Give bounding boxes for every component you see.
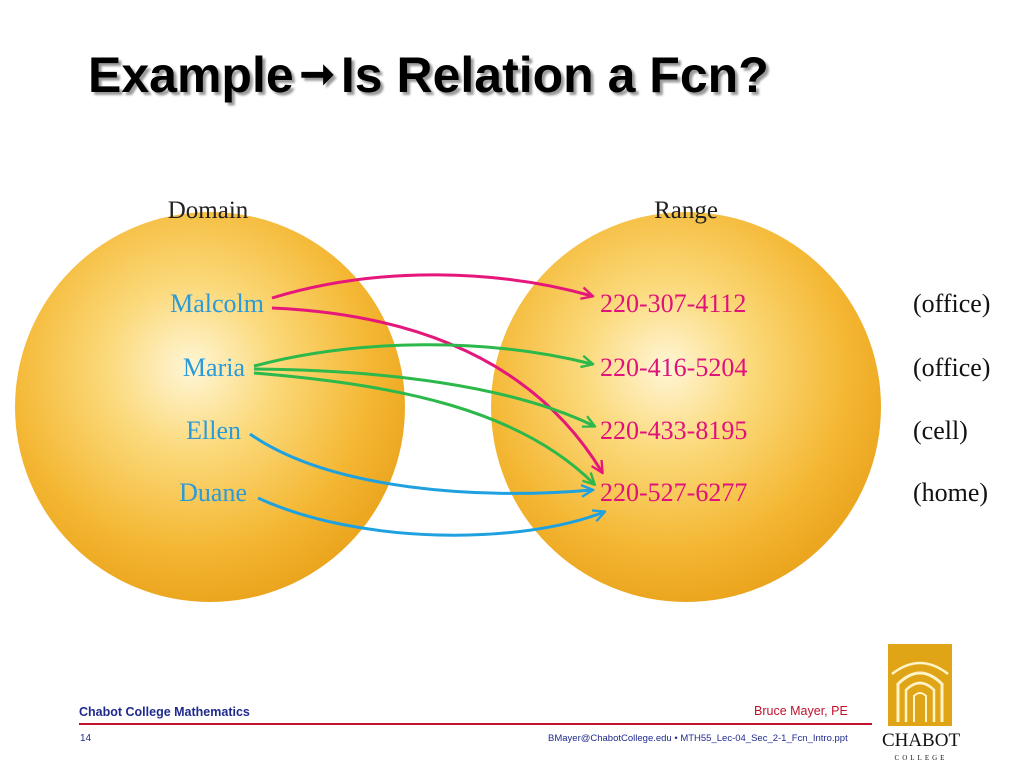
footer-file: BMayer@ChabotCollege.edu • MTH55_Lec-04_… — [548, 733, 848, 744]
footer-divider — [79, 723, 872, 725]
range-item-2: 220-416-5204 — [600, 353, 747, 382]
range-item-4: 220-527-6277 — [600, 478, 747, 507]
page-number: 14 — [80, 733, 92, 744]
domain-circle — [15, 212, 405, 602]
arrow-maria-to-range-3 — [253, 367, 594, 426]
logo-name: CHABOT — [882, 730, 961, 751]
range-item-3: 220-433-8195 — [600, 416, 747, 445]
arrow-duane-to-range-4 — [257, 496, 604, 537]
domain-label: Domain — [168, 197, 249, 224]
domain-item-ellen: Ellen — [186, 416, 241, 445]
arrow-malcolm-to-range-4 — [271, 306, 602, 472]
range-note-4: (home) — [913, 478, 988, 507]
range-note-1: (office) — [913, 289, 990, 318]
footer-author: Bruce Mayer, PE — [754, 704, 848, 718]
range-item-1: 220-307-4112 — [600, 289, 746, 318]
domain-item-maria: Maria — [183, 353, 246, 382]
slide-title: Example➞Is Relation a Fcn? — [88, 46, 769, 104]
range-note-2: (office) — [913, 353, 990, 382]
relation-diagram: Domain Range Malcolm Maria Ellen Duane 2… — [15, 197, 990, 602]
arrow-maria-to-range-2 — [253, 343, 592, 366]
arrow-maria-to-range-4 — [253, 371, 594, 484]
title-text-before: Example — [88, 47, 294, 103]
arrow-malcolm-to-range-1 — [271, 273, 592, 298]
range-circle — [491, 212, 881, 602]
range-label: Range — [654, 197, 718, 224]
range-note-3: (cell) — [913, 416, 968, 445]
title-text-after: Is Relation a Fcn? — [340, 47, 769, 103]
arrow-ellen-to-range-4 — [249, 432, 592, 493]
domain-item-duane: Duane — [179, 478, 247, 507]
footer-course: Chabot College Mathematics — [79, 705, 250, 719]
chabot-college-logo: CHABOT COLLEGE — [882, 644, 961, 762]
right-arrow-icon: ➞ — [299, 50, 335, 97]
logo-sub: COLLEGE — [895, 754, 948, 762]
domain-item-malcolm: Malcolm — [170, 289, 264, 318]
